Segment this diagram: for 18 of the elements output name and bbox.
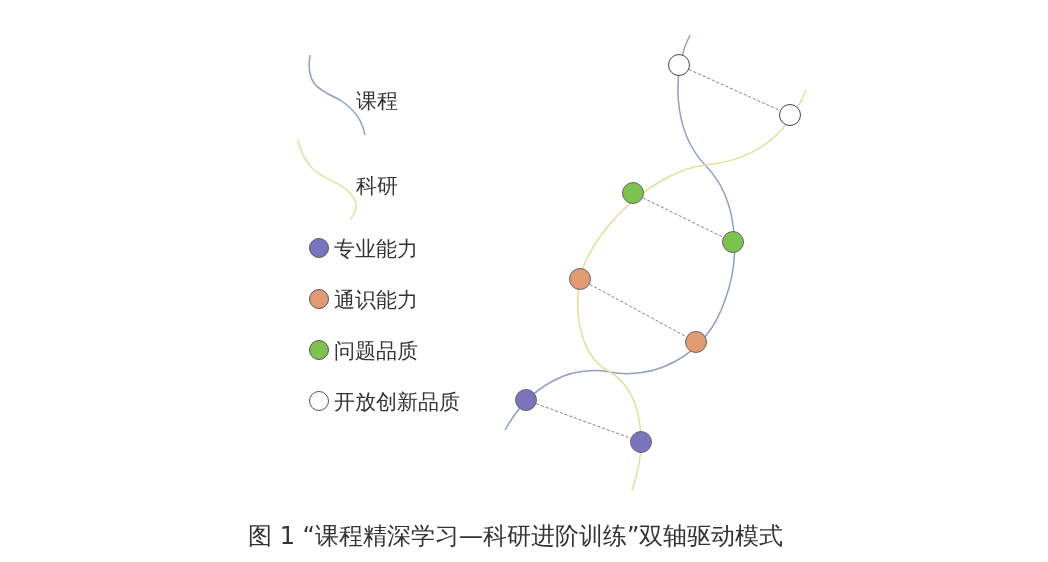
circle-marker: [722, 231, 744, 253]
legend-label: 问题品质: [334, 338, 418, 365]
circle-marker: [515, 389, 537, 411]
circle-marker: [779, 104, 801, 126]
circle-marker: [668, 54, 690, 76]
dotted-connector: [688, 69, 781, 111]
circle-marker: [622, 182, 644, 204]
legend-label: 开放创新品质: [334, 389, 460, 416]
dotted-connector: [642, 197, 724, 238]
legend-label: 课程: [356, 88, 398, 115]
circle-marker: [630, 431, 652, 453]
circle-marker: [685, 331, 707, 353]
circle-marker: [569, 268, 591, 290]
legend-label: 通识能力: [334, 287, 418, 314]
dotted-connector: [589, 283, 687, 338]
legend-label: 科研: [356, 173, 398, 200]
legend-label: 专业能力: [334, 236, 418, 263]
figure-caption: 图 1 “课程精深学习—科研进阶训练”双轴驱动模式: [248, 521, 784, 552]
